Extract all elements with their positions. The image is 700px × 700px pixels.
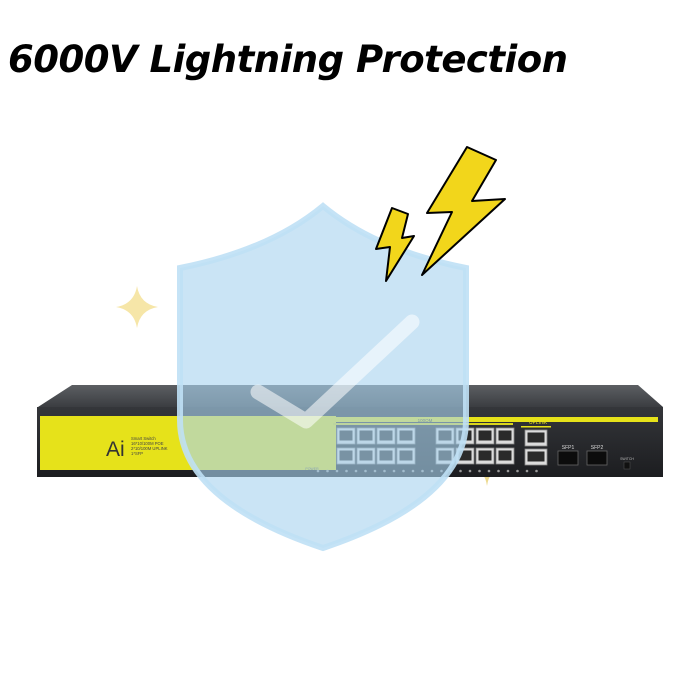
spec-line: 16*10/100M POE (131, 441, 164, 446)
spec-line: Smart Switch (131, 436, 156, 441)
status-led (506, 469, 510, 473)
status-led (478, 469, 481, 473)
checkmark-icon (250, 314, 420, 429)
switch-toggle-label: SWITCH (620, 457, 634, 461)
ethernet-port-socket (478, 450, 492, 461)
lightning-bolt-large-icon (421, 146, 506, 276)
ethernet-port-socket (478, 430, 492, 441)
shield-icon (177, 202, 469, 552)
sfp1-port (557, 450, 579, 466)
uplink-bracket (521, 426, 551, 428)
spec-line: 1*SFP (131, 451, 143, 456)
lightning-bolt-small-icon (375, 207, 415, 282)
ethernet-port-socket (498, 450, 512, 461)
status-led (468, 469, 472, 473)
sfp2-label: SFP2 (591, 445, 604, 451)
shield-outline (177, 202, 469, 552)
status-led (535, 469, 538, 473)
sfp2-port (586, 450, 608, 466)
ethernet-port-socket (498, 430, 512, 441)
status-led (525, 469, 529, 473)
headline: 6000V Lightning Protection (8, 38, 568, 81)
sparkle-left-icon (116, 286, 158, 328)
status-led (516, 469, 519, 473)
ethernet-port-socket (458, 450, 472, 461)
status-led (487, 469, 491, 473)
uplink-ports (524, 429, 548, 466)
ethernet-port-socket (527, 432, 545, 443)
spec-line: 2*10/100M UPLINK (131, 446, 168, 451)
spec-text-block: Smart Switch 16*10/100M POE 2*10/100M UP… (131, 436, 168, 456)
uplink-label: UPLINK (529, 420, 548, 426)
ethernet-port-socket (527, 451, 545, 462)
status-led (497, 469, 500, 473)
switch-yellow-strip (336, 417, 658, 422)
logo-text: Ai (106, 438, 125, 461)
sfp1-label: SFP1 (562, 445, 575, 451)
status-led (459, 469, 462, 473)
switch-toggle (623, 461, 631, 470)
